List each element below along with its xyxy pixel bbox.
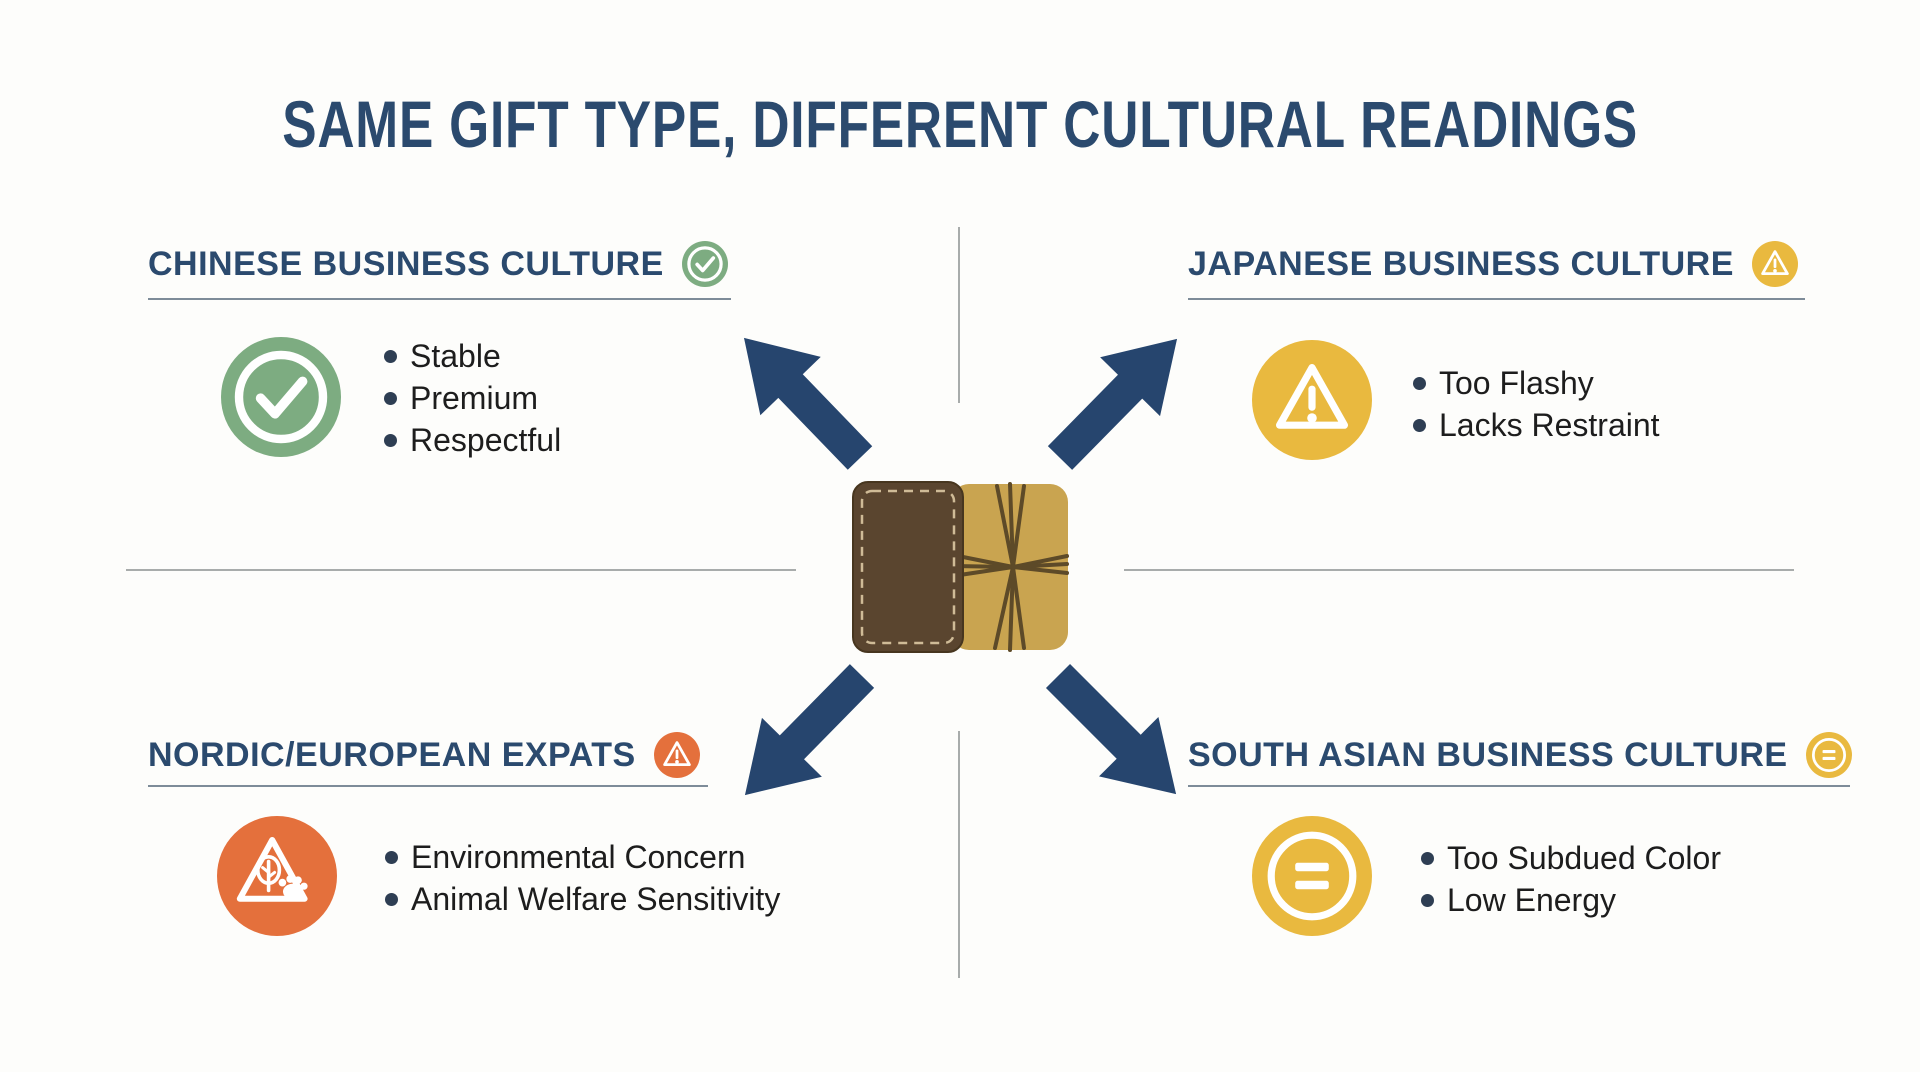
list-item-label: Too Subdued Color bbox=[1447, 839, 1721, 876]
quadrant-title: SOUTH ASIAN BUSINESS CULTURE bbox=[1188, 735, 1788, 774]
bullet-dot-icon bbox=[1421, 851, 1434, 865]
bullet-dot-icon bbox=[1421, 893, 1434, 907]
list-item-label: Lacks Restraint bbox=[1439, 406, 1660, 443]
list-item-label: Animal Welfare Sensitivity bbox=[411, 880, 781, 917]
quadrant-nordic-list: Environmental Concern Animal Welfare Sen… bbox=[385, 836, 780, 920]
list-item: Too Subdued Color bbox=[1421, 837, 1721, 879]
list-item: Environmental Concern bbox=[385, 836, 780, 878]
radiating-arrows bbox=[743, 337, 1178, 796]
quadrant-japanese-list: Too Flashy Lacks Restraint bbox=[1413, 362, 1660, 446]
heading-underline bbox=[1188, 785, 1850, 787]
list-item: Premium bbox=[384, 377, 561, 419]
eco-warning-icon bbox=[217, 816, 337, 936]
list-item-label: Respectful bbox=[410, 421, 562, 458]
check-badge-icon bbox=[681, 241, 728, 287]
bullet-dot-icon bbox=[384, 349, 397, 363]
bullet-dot-icon bbox=[1413, 418, 1426, 432]
list-item: Respectful bbox=[384, 419, 561, 461]
heading-underline bbox=[148, 298, 731, 300]
arrow-bottom-right-icon bbox=[1045, 663, 1177, 795]
quadrant-title: NORDIC/EUROPEAN EXPATS bbox=[148, 735, 636, 774]
gift-icon bbox=[852, 481, 1069, 653]
quadrant-chinese-list: Stable Premium Respectful bbox=[384, 335, 561, 461]
warning-badge-icon bbox=[1751, 241, 1798, 287]
bullet-dot-icon bbox=[385, 850, 398, 864]
quadrant-south-asian-list: Too Subdued Color Low Energy bbox=[1421, 837, 1721, 921]
equal-circle-icon bbox=[1252, 816, 1372, 936]
arrow-bottom-left-icon bbox=[744, 664, 875, 796]
warning-triangle-icon bbox=[1252, 340, 1372, 460]
check-circle-icon bbox=[221, 337, 341, 457]
quadrant-japanese-heading: JAPANESE BUSINESS CULTURE bbox=[1188, 240, 1798, 288]
quadrant-south-asian-heading: SOUTH ASIAN BUSINESS CULTURE bbox=[1188, 731, 1852, 779]
list-item-label: Too Flashy bbox=[1439, 364, 1594, 401]
arrow-top-left-icon bbox=[743, 337, 873, 470]
bullet-dot-icon bbox=[384, 433, 397, 447]
list-item-label: Stable bbox=[410, 337, 501, 374]
quadrant-nordic-heading: NORDIC/EUROPEAN EXPATS bbox=[148, 731, 700, 779]
bullet-dot-icon bbox=[385, 892, 398, 906]
heading-underline bbox=[1188, 298, 1805, 300]
page-title: SAME GIFT TYPE, DIFFERENT CULTURAL READI… bbox=[282, 87, 1638, 161]
list-item: Animal Welfare Sensitivity bbox=[385, 878, 780, 920]
bullet-dot-icon bbox=[1413, 376, 1426, 390]
neutral-badge-icon bbox=[1805, 732, 1852, 778]
bullet-dot-icon bbox=[384, 391, 397, 405]
list-item-label: Premium bbox=[410, 379, 539, 416]
list-item: Lacks Restraint bbox=[1413, 404, 1660, 446]
quadrant-title: CHINESE BUSINESS CULTURE bbox=[148, 244, 664, 283]
list-item-label: Low Energy bbox=[1447, 881, 1616, 918]
list-item: Too Flashy bbox=[1413, 362, 1660, 404]
quadrant-chinese-heading: CHINESE BUSINESS CULTURE bbox=[148, 240, 728, 288]
list-item-label: Environmental Concern bbox=[411, 838, 746, 875]
list-item: Low Energy bbox=[1421, 879, 1721, 921]
warning-badge-icon bbox=[653, 732, 700, 778]
quadrant-title: JAPANESE BUSINESS CULTURE bbox=[1188, 244, 1734, 283]
heading-underline bbox=[148, 785, 708, 787]
arrow-top-right-icon bbox=[1047, 338, 1178, 470]
list-item: Stable bbox=[384, 335, 561, 377]
